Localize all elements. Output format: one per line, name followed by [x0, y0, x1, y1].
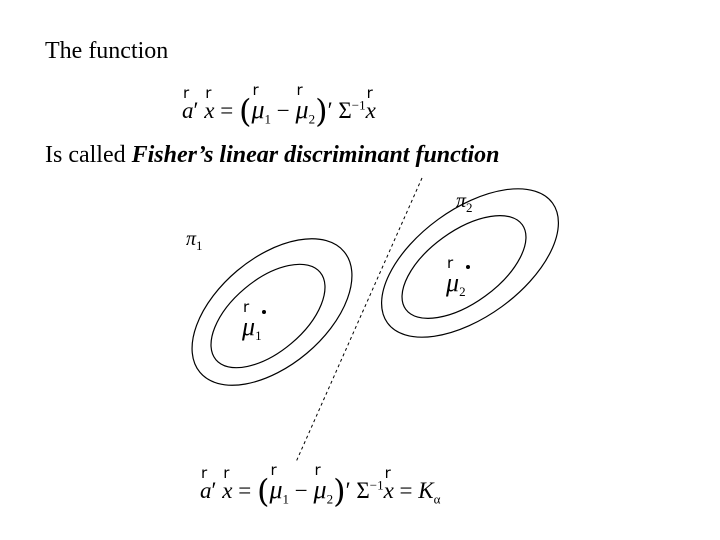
- vector-mu1: μ: [251, 81, 264, 125]
- threshold-subscript: α: [433, 491, 441, 507]
- fisher-equation: a′ x = (μ1 − μ2)′ Σ−1x: [182, 81, 376, 130]
- vector-x: x: [366, 84, 376, 124]
- mu2-point: [466, 265, 470, 269]
- equals-sign: =: [238, 478, 252, 503]
- vector-mu2: μ: [296, 81, 309, 125]
- vector-x: x: [204, 84, 214, 124]
- caption-emphasis: Fisher’s linear discriminant function: [131, 142, 500, 168]
- sigma-symbol: Σ: [356, 478, 370, 503]
- inverse-superscript: −1: [351, 97, 366, 113]
- intro-text: The function: [45, 38, 169, 64]
- mu1-label: μ1: [242, 298, 262, 344]
- vector-x: x: [222, 464, 232, 504]
- equals-sign: =: [220, 98, 234, 123]
- mu1-point: [262, 310, 266, 314]
- transpose-mark: ′: [327, 98, 333, 123]
- close-paren: ): [333, 472, 346, 510]
- pi1-inner-contour: [210, 263, 326, 369]
- mu2-subscript: 2: [326, 491, 334, 507]
- threshold-k: K: [418, 478, 434, 503]
- pi2-inner-contour: [401, 215, 527, 319]
- transpose-mark: ′: [345, 478, 351, 503]
- vector-x: x: [384, 464, 394, 504]
- caption-text: Is called Fisher’s linear discriminant f…: [45, 142, 500, 169]
- minus-sign: −: [276, 98, 290, 123]
- close-paren: ): [315, 92, 328, 130]
- transpose-mark: ′: [193, 98, 199, 123]
- vector-mu1: μ: [269, 461, 282, 505]
- mu2-label: μ2: [446, 254, 466, 300]
- pi2-label: π2: [456, 190, 473, 215]
- mu1-subscript: 1: [282, 491, 290, 507]
- minus-sign: −: [294, 478, 308, 503]
- caption-prefix: Is called: [45, 142, 132, 168]
- pi2-outer-contour: [380, 188, 560, 338]
- vector-a: a: [182, 84, 194, 124]
- inverse-superscript: −1: [369, 477, 384, 493]
- mu1-subscript: 1: [264, 111, 272, 127]
- equals-sign: =: [399, 478, 413, 503]
- decision-rule-equation: a′ x = (μ1 − μ2)′ Σ−1x = Kα: [200, 461, 441, 510]
- transpose-mark: ′: [211, 478, 217, 503]
- sigma-symbol: Σ: [338, 98, 352, 123]
- pi1-label: π1: [186, 228, 203, 253]
- open-paren: (: [238, 92, 252, 130]
- open-paren: (: [256, 472, 270, 510]
- discriminant-boundary-line: [295, 177, 423, 463]
- mu2-subscript: 2: [308, 111, 316, 127]
- vector-mu2: μ: [314, 461, 327, 505]
- pi1-outer-contour: [191, 238, 353, 386]
- vector-a: a: [200, 464, 212, 504]
